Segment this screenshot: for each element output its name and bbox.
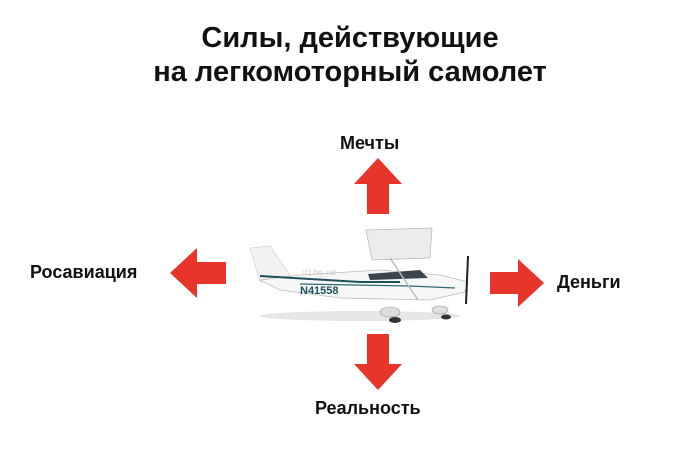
arrow-down-icon <box>354 334 402 390</box>
title-line-2: на легкомоторный самолет <box>153 56 547 88</box>
title-line-1: Силы, действующие <box>201 22 499 54</box>
label-right-money: Деньги <box>557 272 621 292</box>
aircraft-registration: N41558 <box>300 285 339 297</box>
arrow-up-icon <box>354 158 402 214</box>
watermark: (c) hq_rat <box>302 268 337 277</box>
light-aircraft-image: N41558 (c) hq_rat <box>249 227 469 323</box>
arrow-right-icon <box>490 259 544 307</box>
label-up-dreams: Мечты <box>340 133 400 153</box>
label-down-reality: Реальность <box>315 398 421 418</box>
arrow-left-icon <box>170 248 226 298</box>
label-left-aviation-authority: Росавиация <box>30 262 138 282</box>
